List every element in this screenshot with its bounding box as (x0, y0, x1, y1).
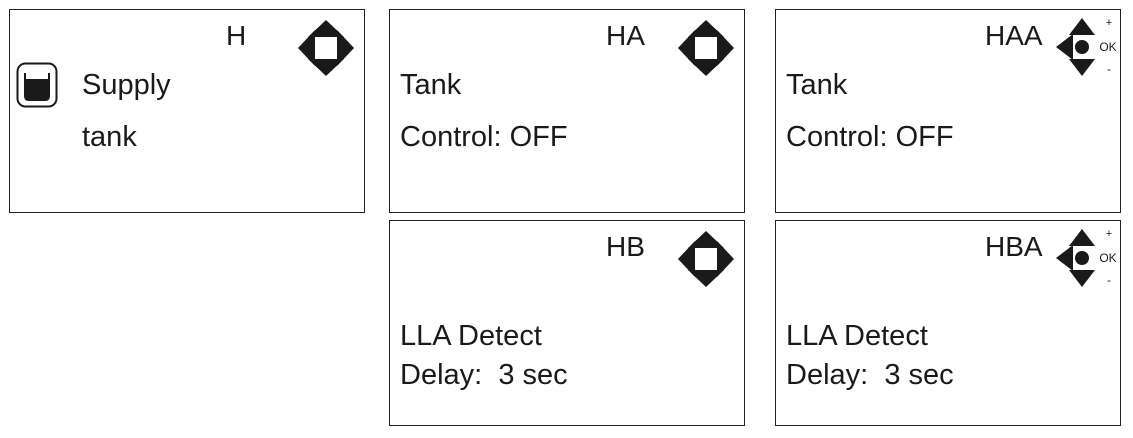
screen-line-2: Delay: 3 sec (786, 359, 954, 391)
four-way-arrow-icon (678, 231, 734, 287)
ok-plus-minus-arrows-icon: + OK - (1056, 17, 1117, 76)
four-way-arrow-icon (298, 20, 354, 76)
supply-tank-icon (16, 62, 58, 108)
minus-label: - (1107, 62, 1111, 76)
screen-line-2: Delay: 3 sec (400, 359, 568, 391)
screen-line-2: Control: OFF (786, 121, 954, 153)
screen-haa: HAA + OK - Tank Control: OFF (775, 9, 1121, 213)
screen-code: H (226, 20, 247, 51)
ok-label: OK (1099, 40, 1116, 54)
screen-h: H Supply tank (9, 9, 365, 213)
screen-line-2: Control: OFF (400, 121, 568, 153)
minus-label: - (1107, 273, 1111, 287)
screen-hba: HBA + OK - LLA Detect Delay: 3 sec (775, 220, 1121, 426)
screen-hb: HB LLA Detect Delay: 3 sec (389, 220, 745, 426)
screen-code: HBA (985, 231, 1043, 262)
screen-line-1: Tank (786, 69, 848, 101)
screen-code: HAA (985, 20, 1043, 51)
screen-line-1: Tank (400, 69, 462, 101)
ok-plus-minus-arrows-icon: + OK - (1056, 228, 1117, 287)
screen-code: HB (606, 231, 645, 262)
screen-ha: HA Tank Control: OFF (389, 9, 745, 213)
screen-line-1: LLA Detect (400, 320, 542, 352)
plus-label: + (1106, 17, 1112, 29)
screen-line-1: Supply (82, 69, 171, 101)
ok-label: OK (1099, 251, 1116, 265)
screen-line-2: tank (82, 121, 137, 153)
plus-label: + (1106, 228, 1112, 240)
screen-code: HA (606, 20, 645, 51)
screen-line-1: LLA Detect (786, 320, 928, 352)
four-way-arrow-icon (678, 20, 734, 76)
